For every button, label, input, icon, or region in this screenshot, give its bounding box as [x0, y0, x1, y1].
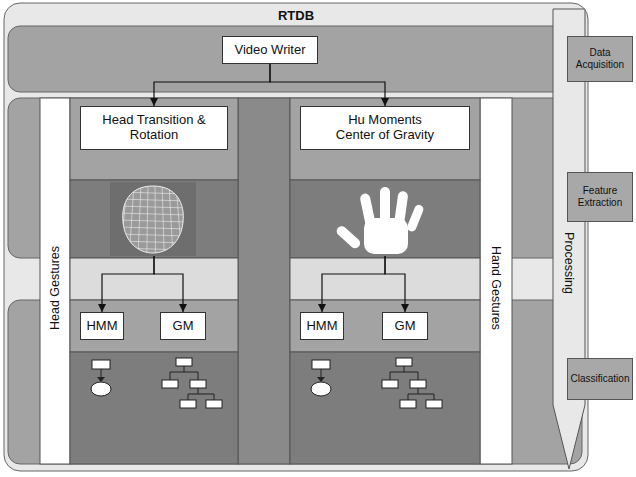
mesh-line	[121, 184, 128, 256]
hmm-icon	[91, 360, 111, 396]
arrow-shape	[553, 9, 585, 469]
face-image-ground	[110, 182, 196, 256]
flow-arrow	[322, 256, 385, 312]
column-cell	[290, 180, 480, 258]
mesh-line	[118, 248, 188, 250]
rtdb-frame	[4, 3, 588, 471]
classifier-box: GM	[160, 312, 206, 340]
flow-arrow	[270, 64, 385, 106]
column-cell	[70, 98, 238, 180]
box-label: HMM	[81, 319, 123, 334]
column-cell	[70, 300, 238, 352]
classifier-box: HMM	[80, 312, 124, 340]
column-cell	[70, 180, 238, 258]
stage-label: Classification	[569, 373, 631, 385]
mesh-line	[155, 184, 157, 256]
stage-label: Feature Extraction	[569, 185, 631, 209]
stage-label-box: Data Acquisition	[567, 36, 633, 82]
feature-box: Head Transition & Rotation	[80, 106, 228, 256]
box-label: HMM	[301, 319, 343, 334]
mesh-line	[183, 184, 191, 256]
column-cell	[290, 352, 480, 464]
mesh-line	[176, 184, 182, 256]
arrow-label: Processing	[562, 232, 576, 294]
mesh-line	[118, 227, 188, 229]
column-cell	[290, 300, 480, 352]
column-label: Head Gestures	[48, 246, 62, 330]
mesh-line	[147, 184, 148, 256]
hand-finger	[406, 203, 425, 232]
hand-finger	[394, 191, 409, 226]
hand-thumb	[335, 224, 362, 250]
stage-label: Data Acquisition	[569, 47, 631, 71]
column-cell	[290, 98, 480, 180]
column-strip	[480, 98, 512, 464]
gesture-column: Hand Gestures Hu Moments Center of Gravit…	[290, 98, 512, 464]
frame-title: RTDB	[4, 8, 588, 23]
mesh-line	[138, 184, 141, 256]
box-label: Video Writer	[223, 43, 317, 58]
flow-arrow	[102, 256, 154, 312]
tree-icon	[162, 358, 222, 408]
process-box: Video Writer	[222, 36, 318, 64]
column-label: Hand Gestures	[489, 246, 503, 330]
box-label: GM	[161, 319, 205, 334]
database-frame: RTDB Video WriterHead Gestures Head Transi…	[4, 3, 588, 471]
gesture-column: Head Gestures Head Transition & RotationH…	[40, 98, 238, 464]
column-strip	[40, 98, 70, 464]
mesh-line	[169, 184, 173, 256]
mesh-line	[118, 213, 188, 215]
hand-silhouette	[335, 187, 425, 254]
stage-label-box: Feature Extraction	[567, 172, 633, 222]
classifier-box: HMM	[300, 312, 344, 340]
mesh-line	[118, 220, 188, 222]
flow-arrow	[154, 64, 270, 106]
box-label: Head Transition & Rotation	[80, 106, 228, 150]
box-label: GM	[383, 319, 427, 334]
hand-finger	[380, 187, 390, 225]
mesh-line	[118, 234, 188, 236]
column-cell	[70, 352, 238, 464]
classifier-box: GM	[382, 312, 428, 340]
face-mesh	[118, 184, 191, 256]
column-gap	[238, 98, 290, 464]
hmm-icon	[311, 360, 331, 396]
stage-label-box: Classification	[567, 358, 633, 400]
mesh-line	[118, 192, 188, 194]
mesh-line	[118, 241, 188, 243]
flow-arrow	[154, 256, 183, 312]
hand-finger	[359, 193, 376, 228]
flow-arrow	[385, 256, 405, 312]
box-label: Hu Moments Center of Gravity	[300, 106, 470, 150]
feature-box: Hu Moments Center of Gravity	[300, 106, 470, 256]
tree-icon	[382, 358, 442, 408]
mesh-line	[162, 184, 164, 256]
mesh-line	[129, 184, 134, 256]
